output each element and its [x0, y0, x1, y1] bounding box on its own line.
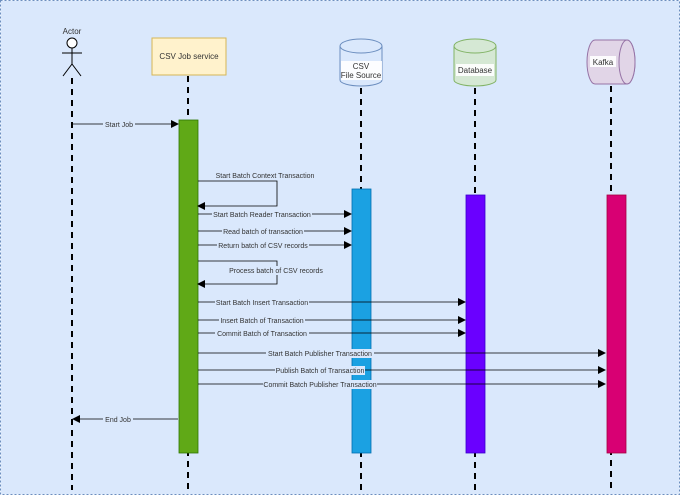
message-start-job-label: Start Job — [105, 122, 133, 129]
message-end-job: End Job — [72, 415, 178, 424]
kafka-label-bg — [590, 56, 616, 67]
csv-label-bg — [341, 61, 382, 80]
message-process-batch: Process batch of CSV records — [197, 260, 325, 288]
database-label: Database — [458, 66, 493, 75]
service-activation-bar — [178, 119, 199, 454]
service-box — [151, 37, 227, 76]
message-publish-batch-label: Publish Batch of Transaction — [276, 368, 365, 375]
csv-label-line2: File Source — [341, 71, 382, 80]
message-insert-batch-label: Insert Batch of Transaction — [220, 318, 303, 325]
message-start-batch-reader: Start Batch Reader Transaction — [198, 210, 352, 219]
message-return-batch-label: Return batch of CSV records — [218, 243, 308, 250]
message-commit-batch-publisher-label: Commit Batch Publisher Transaction — [263, 382, 376, 389]
database-label-bg — [456, 64, 494, 76]
actor-figure — [62, 37, 82, 77]
message-commit-batch-publisher: Commit Batch Publisher Transaction — [198, 380, 606, 389]
message-end-job-label: End Job — [105, 417, 131, 424]
message-start-batch-insert: Start Batch Insert Transaction — [198, 298, 466, 307]
message-start-batch-context-label: Start Batch Context Transaction — [216, 173, 315, 180]
message-start-batch-publisher: Start Batch Publisher Transaction — [198, 349, 606, 358]
service-label: CSV Job service — [159, 52, 219, 61]
message-start-batch-context: Start Batch Context Transaction — [197, 173, 315, 210]
csv-activation-bar — [351, 188, 372, 454]
message-commit-batch: Commit Batch of Transaction — [198, 329, 466, 338]
message-start-batch-publisher-label: Start Batch Publisher Transaction — [268, 351, 372, 358]
message-return-batch: Return batch of CSV records — [198, 241, 352, 250]
message-start-batch-insert-label: Start Batch Insert Transaction — [216, 300, 308, 307]
csv-label-line1: CSV — [353, 62, 370, 71]
message-commit-batch-label: Commit Batch of Transaction — [217, 331, 307, 338]
actor-label: Actor — [63, 27, 82, 36]
message-read-batch: Read batch of transaction — [198, 227, 352, 236]
message-publish-batch: Publish Batch of Transaction — [198, 366, 606, 375]
database-activation-bar — [465, 194, 486, 454]
database-cylinder — [453, 38, 497, 87]
kafka-activation-bar — [606, 194, 627, 454]
message-insert-batch: Insert Batch of Transaction — [198, 316, 466, 325]
message-start-job: Start Job — [73, 120, 179, 129]
message-process-batch-label: Process batch of CSV records — [229, 268, 323, 275]
message-read-batch-label: Read batch of transaction — [223, 229, 303, 236]
kafka-label: Kafka — [593, 58, 614, 67]
message-start-batch-reader-label: Start Batch Reader Transaction — [213, 212, 311, 219]
